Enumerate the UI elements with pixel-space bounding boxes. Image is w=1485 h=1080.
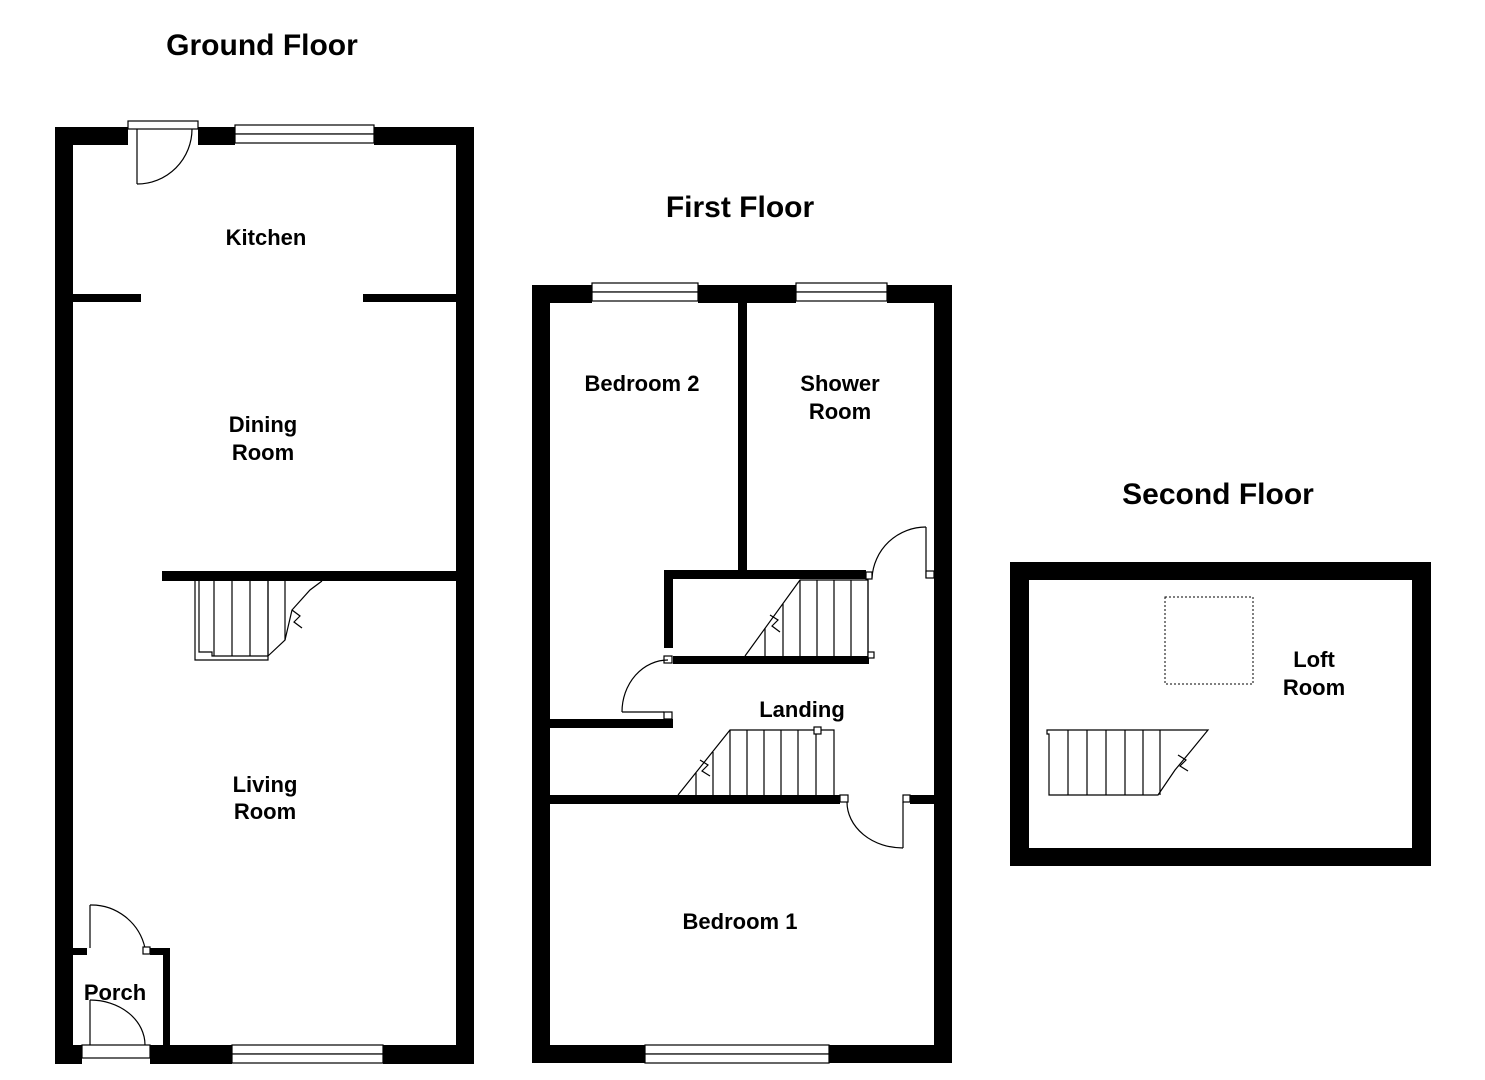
- ground-bottom-wall-right: [383, 1045, 474, 1064]
- bedroom2-window: [591, 282, 699, 302]
- second-floor: Second Floor Loft Room: [1010, 478, 1431, 866]
- living-room-label-line2: Room: [234, 799, 296, 824]
- dining-room-label-line2: Room: [232, 440, 294, 465]
- porch-inner-door: [89, 904, 151, 955]
- ground-top-wall-right: [374, 127, 474, 145]
- second-left-wall: [1010, 562, 1029, 866]
- shower-room-label-line2: Room: [809, 399, 871, 424]
- dining-room-label-line1: Dining: [229, 412, 297, 437]
- front-door: [81, 999, 151, 1059]
- porch-top-wall: [150, 948, 170, 955]
- kitchen-dining-wall-right: [363, 294, 456, 302]
- first-top-wall-mid: [698, 285, 796, 303]
- stair-enclosure-left-wall: [664, 570, 673, 648]
- ground-bottom-wall-mid: [150, 1045, 232, 1064]
- first-floor-title: First Floor: [666, 191, 815, 224]
- first-upper-staircase: [744, 579, 875, 659]
- bedroom2-door: [621, 655, 673, 720]
- bedroom2-shower-wall: [738, 303, 747, 573]
- second-right-wall: [1412, 562, 1431, 866]
- bedroom1-label: Bedroom 1: [683, 909, 798, 934]
- kitchen-back-door: [127, 120, 199, 185]
- loft-room-label-line1: Loft: [1293, 647, 1335, 672]
- second-staircase: [1046, 729, 1210, 796]
- loft-skylight: [1164, 596, 1254, 685]
- living-room-window: [231, 1044, 384, 1064]
- porch-label: Porch: [84, 980, 146, 1005]
- first-right-wall: [934, 285, 952, 1063]
- porch-side-wall: [163, 948, 170, 1045]
- ground-top-wall-mid: [198, 127, 235, 145]
- shower-room-door: [865, 526, 935, 580]
- second-floor-title: Second Floor: [1122, 478, 1314, 511]
- dining-living-wall: [162, 571, 456, 581]
- first-bottom-wall-left: [532, 1045, 645, 1063]
- stair-enclosure-bottom-wall: [673, 656, 869, 664]
- stair-enclosure-top-wall: [664, 570, 866, 579]
- living-room-label-line1: Living: [233, 772, 298, 797]
- kitchen-label: Kitchen: [226, 225, 307, 250]
- ground-right-wall: [456, 127, 474, 1064]
- bedroom2-label: Bedroom 2: [585, 371, 700, 396]
- kitchen-window: [234, 124, 375, 144]
- first-left-wall: [532, 285, 550, 1063]
- ground-floor: Ground Floor: [55, 29, 474, 1064]
- first-bottom-wall-right: [829, 1045, 952, 1063]
- ground-bottom-wall-left: [55, 1045, 82, 1064]
- kitchen-dining-wall-left: [73, 294, 141, 302]
- landing-bedroom1-wall-left: [550, 795, 840, 804]
- second-bottom-wall: [1010, 848, 1431, 866]
- bedroom1-door: [839, 794, 911, 849]
- ground-top-wall-left: [55, 127, 128, 145]
- ground-floor-title: Ground Floor: [166, 29, 358, 62]
- landing-bedroom1-wall-right: [910, 795, 934, 804]
- bedroom2-landing-wall: [550, 719, 673, 728]
- ground-staircase: [194, 580, 323, 661]
- loft-room-label-line2: Room: [1283, 675, 1345, 700]
- shower-room-label-line1: Shower: [800, 371, 880, 396]
- second-top-wall: [1010, 562, 1431, 580]
- porch-top-wall-left: [73, 948, 87, 955]
- first-lower-staircase: [677, 726, 835, 796]
- first-floor: First Floor: [532, 191, 952, 1064]
- bedroom1-window: [644, 1044, 830, 1064]
- landing-label: Landing: [759, 697, 845, 722]
- shower-room-window: [795, 282, 888, 302]
- ground-left-wall: [55, 127, 73, 1064]
